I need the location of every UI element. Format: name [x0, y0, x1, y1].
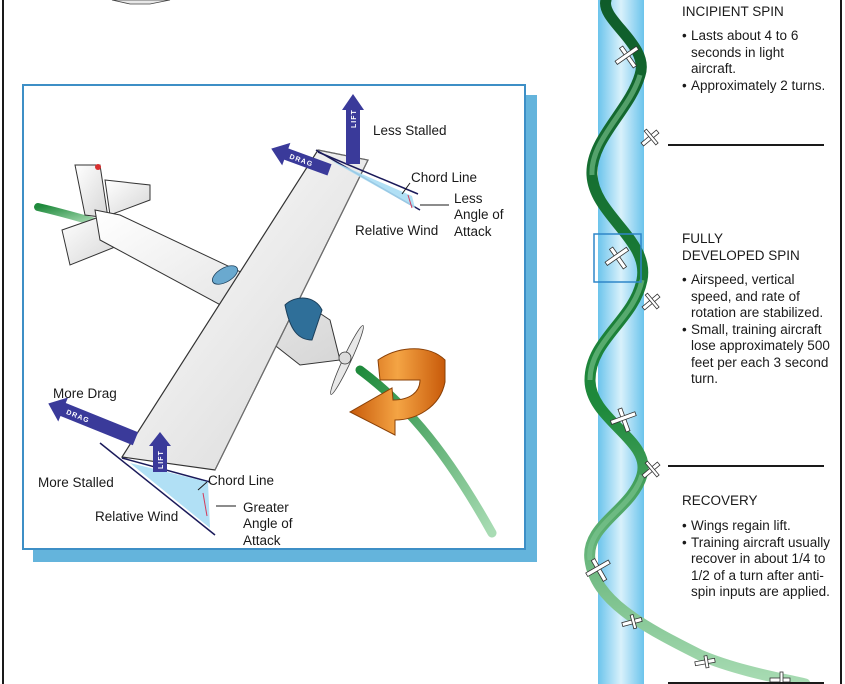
bullet-item: Training aircraft usually recover in abo…	[682, 535, 832, 601]
less-stalled-label: Less Stalled	[373, 123, 447, 138]
attack-label: Attack	[454, 224, 492, 239]
chord-line-label: Chord Line	[411, 170, 477, 185]
tail-beacon	[95, 164, 101, 170]
small-airplane-icon	[614, 45, 640, 69]
small-airplane-icon	[609, 407, 637, 433]
small-airplane-icon	[640, 128, 660, 147]
attack-label: Attack	[243, 533, 281, 548]
small-airplane-icon	[769, 671, 791, 684]
recovery-bullets: Wings regain lift. Training aircraft usu…	[682, 518, 832, 601]
small-airplane-icon	[694, 655, 716, 669]
incipient-spin-title: INCIPIENT SPIN	[682, 4, 784, 19]
angle-of-attack-wedge-top	[330, 160, 415, 208]
title-line: FULLY	[682, 231, 724, 246]
bullet-item: Airspeed, vertical speed, and rate of ro…	[682, 272, 832, 322]
bullet-item: Small, training aircraft lose approximat…	[682, 322, 832, 388]
pointer-line	[197, 481, 208, 491]
cockpit-window	[284, 297, 323, 341]
small-airplane-icon	[585, 558, 611, 582]
angle-of-label: Angle of	[454, 207, 504, 222]
relative-wind-label: Relative Wind	[355, 223, 438, 238]
lift-arrow-label: LIFT	[351, 109, 358, 128]
incipient-spin-bullets: Lasts about 4 to 6 seconds in light airc…	[682, 28, 832, 94]
wing	[120, 149, 369, 471]
right-frame-border	[840, 0, 842, 684]
fully-developed-spin-bullets: Airspeed, vertical speed, and rate of ro…	[682, 272, 832, 388]
bullet-item: Lasts about 4 to 6 seconds in light airc…	[682, 28, 832, 78]
bullet-item: Approximately 2 turns.	[682, 78, 832, 95]
spin-trail	[355, 365, 497, 538]
more-stalled-label: More Stalled	[38, 475, 114, 490]
angle-of-attack-wedge-bottom	[130, 463, 210, 528]
lift-arrow-label: LIFT	[158, 450, 165, 469]
less-label: Less	[454, 191, 483, 206]
section-divider	[668, 144, 824, 146]
windshield	[211, 265, 239, 285]
greater-label: Greater	[243, 500, 289, 515]
bullet-item: Wings regain lift.	[682, 518, 832, 535]
drag-arrow-top: DRAG	[271, 142, 332, 176]
highlight-box	[593, 233, 642, 283]
tail-fin	[74, 164, 109, 219]
title-line: DEVELOPED SPIN	[682, 247, 800, 263]
more-drag-label: More Drag	[53, 386, 117, 401]
rotation-arrow	[348, 348, 446, 436]
partial-airplane-icon	[111, 0, 171, 5]
horizontal-stabilizer	[104, 179, 151, 216]
small-airplane-icon	[641, 292, 661, 311]
recovery-title: RECOVERY	[682, 493, 758, 508]
chord-line-label: Chord Line	[208, 473, 274, 488]
small-airplane-icon	[621, 613, 643, 630]
small-airplane-icon	[604, 246, 630, 270]
small-airplane-icon	[641, 460, 661, 479]
fully-developed-spin-title: FULLY DEVELOPED SPIN	[682, 231, 800, 264]
spinner	[338, 351, 352, 365]
left-frame-border	[2, 0, 4, 684]
lift-arrow-bottom: LIFT	[149, 432, 171, 472]
relative-wind-line-top	[317, 151, 419, 195]
section-divider	[668, 682, 824, 684]
chord-line-bottom	[99, 442, 216, 536]
lift-arrow-top: LIFT	[342, 94, 364, 164]
angle-of-label: Angle of	[243, 516, 293, 531]
pointer-line	[401, 182, 411, 195]
relative-wind-label: Relative Wind	[95, 509, 178, 524]
section-divider	[668, 465, 824, 467]
